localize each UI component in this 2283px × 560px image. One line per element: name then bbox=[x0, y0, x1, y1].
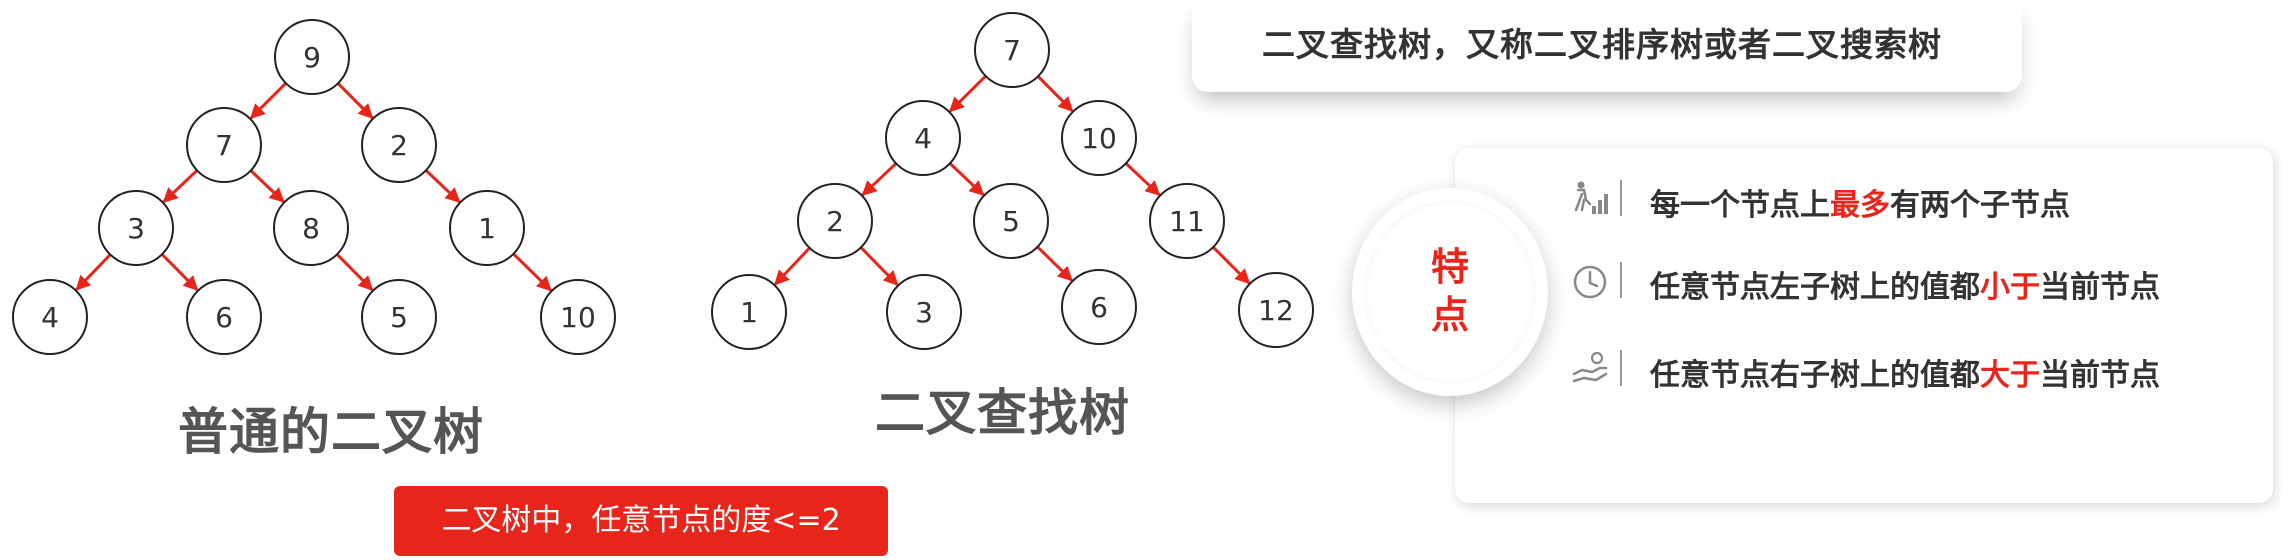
tree-node-circle bbox=[797, 183, 873, 259]
title-card: 二叉查找树，又称二叉排序树或者二叉搜索树 bbox=[1192, 0, 2022, 92]
tree-node-circle bbox=[98, 190, 174, 266]
degree-note-box: 二叉树中，任意节点的度<=2 bbox=[394, 486, 888, 556]
tree-edge-arrow bbox=[336, 82, 374, 120]
tree-node-circle bbox=[1238, 272, 1314, 348]
tree-node-label: 7 bbox=[215, 129, 233, 162]
tree-node-label: 10 bbox=[1081, 122, 1117, 155]
tree-node-label: 12 bbox=[1258, 294, 1294, 327]
tree-node-circle bbox=[273, 190, 349, 266]
tree-edge-arrow bbox=[75, 253, 112, 291]
feature-divider bbox=[1620, 262, 1622, 298]
tree-edge-arrow bbox=[335, 253, 374, 292]
tree-node-label: 3 bbox=[915, 296, 933, 329]
tree-edge-arrow bbox=[1036, 245, 1073, 282]
feature-text: 当前节点 bbox=[2040, 270, 2160, 305]
features-panel bbox=[1455, 148, 2273, 503]
ordinary-tree-caption: 普通的二叉树 bbox=[178, 403, 484, 461]
tree-edge-arrow bbox=[1124, 162, 1161, 197]
feature-text: 每一个节点上 bbox=[1650, 188, 1830, 223]
tree-edge-arrow bbox=[249, 82, 287, 120]
tree-node-label: 4 bbox=[914, 122, 932, 155]
tree-node-circle bbox=[540, 279, 616, 355]
feature-highlight: 小于 bbox=[1980, 270, 2040, 305]
tree-node-circle bbox=[711, 274, 787, 350]
tree-edge-arrow bbox=[249, 169, 285, 203]
tree-edge-arrow bbox=[948, 162, 985, 197]
tree-node-label: 4 bbox=[41, 301, 59, 334]
tree-node-circle bbox=[1149, 183, 1225, 259]
feature-text: 有两个子节点 bbox=[1890, 188, 2070, 223]
tree-node-circle bbox=[885, 100, 961, 176]
tree-node-label: 11 bbox=[1169, 205, 1205, 238]
tree-node-circle bbox=[1061, 100, 1137, 176]
tree-node-circle bbox=[186, 107, 262, 183]
tree-node-circle bbox=[361, 107, 437, 183]
tree-edge-arrow bbox=[948, 74, 987, 113]
tree-node-label: 2 bbox=[390, 129, 408, 162]
tree-edge-arrow bbox=[1212, 246, 1251, 285]
feature-highlight: 最多 bbox=[1830, 188, 1890, 223]
tree-node-label: 7 bbox=[1003, 34, 1021, 67]
tree-node-circle bbox=[886, 274, 962, 350]
badge-char-1: 特 bbox=[1430, 245, 1469, 289]
tree-node-circle bbox=[973, 183, 1049, 259]
feature-text: 任意节点左子树上的值都 bbox=[1650, 270, 1980, 305]
tree-node-circle bbox=[974, 12, 1050, 88]
progress-person-icon bbox=[1574, 181, 1608, 214]
tree-node-label: 2 bbox=[826, 205, 844, 238]
tree-node-label: 5 bbox=[390, 301, 408, 334]
tree-node-label: 1 bbox=[478, 212, 496, 245]
tree-edge-arrow bbox=[512, 252, 552, 292]
tree-edge-arrow bbox=[861, 162, 898, 197]
tree-node-circle bbox=[12, 279, 88, 355]
feature-highlight: 大于 bbox=[1980, 358, 2040, 393]
tree-node-label: 6 bbox=[215, 301, 233, 334]
feature-text: 当前节点 bbox=[2040, 358, 2160, 393]
tree-edge-arrow bbox=[1036, 75, 1074, 113]
ordinary-binary-tree: 9 7 2 3 8 1 4 6 5 10 bbox=[12, 19, 616, 355]
tree-node-circle bbox=[449, 190, 525, 266]
tree-edge-arrow bbox=[160, 253, 199, 292]
tree-node-label: 9 bbox=[303, 41, 321, 74]
bst-caption: 二叉查找树 bbox=[875, 384, 1130, 442]
tree-edge-arrow bbox=[859, 246, 899, 286]
badge-inner-circle bbox=[1364, 200, 1536, 384]
features-badge: 特 点 bbox=[1352, 188, 1548, 396]
tree-edge-arrow bbox=[774, 246, 811, 286]
tree-node-label: 5 bbox=[1002, 205, 1020, 238]
tree-node-circle bbox=[361, 279, 437, 355]
tree-edge-arrow bbox=[424, 169, 461, 204]
tree-node-label: 1 bbox=[740, 296, 758, 329]
clock-icon bbox=[1573, 265, 1607, 299]
tree-node-circle bbox=[274, 19, 350, 95]
tree-node-label: 3 bbox=[127, 212, 145, 245]
bst-title: 二叉查找树，又称二叉排序树或者二叉搜索树 bbox=[1262, 25, 1942, 64]
tree-node-circle bbox=[1061, 269, 1137, 345]
tree-edge-arrow bbox=[162, 169, 199, 204]
feature-divider bbox=[1620, 350, 1622, 386]
feature-text: 任意节点右子树上的值都 bbox=[1650, 358, 1980, 393]
badge-char-2: 点 bbox=[1430, 293, 1469, 337]
tree-node-label: 6 bbox=[1090, 291, 1108, 324]
tree-node-label: 8 bbox=[302, 212, 320, 245]
tree-node-label: 10 bbox=[560, 301, 596, 334]
hand-coin-icon bbox=[1572, 351, 1608, 383]
feature-divider bbox=[1620, 180, 1622, 216]
tree-node-circle bbox=[186, 279, 262, 355]
